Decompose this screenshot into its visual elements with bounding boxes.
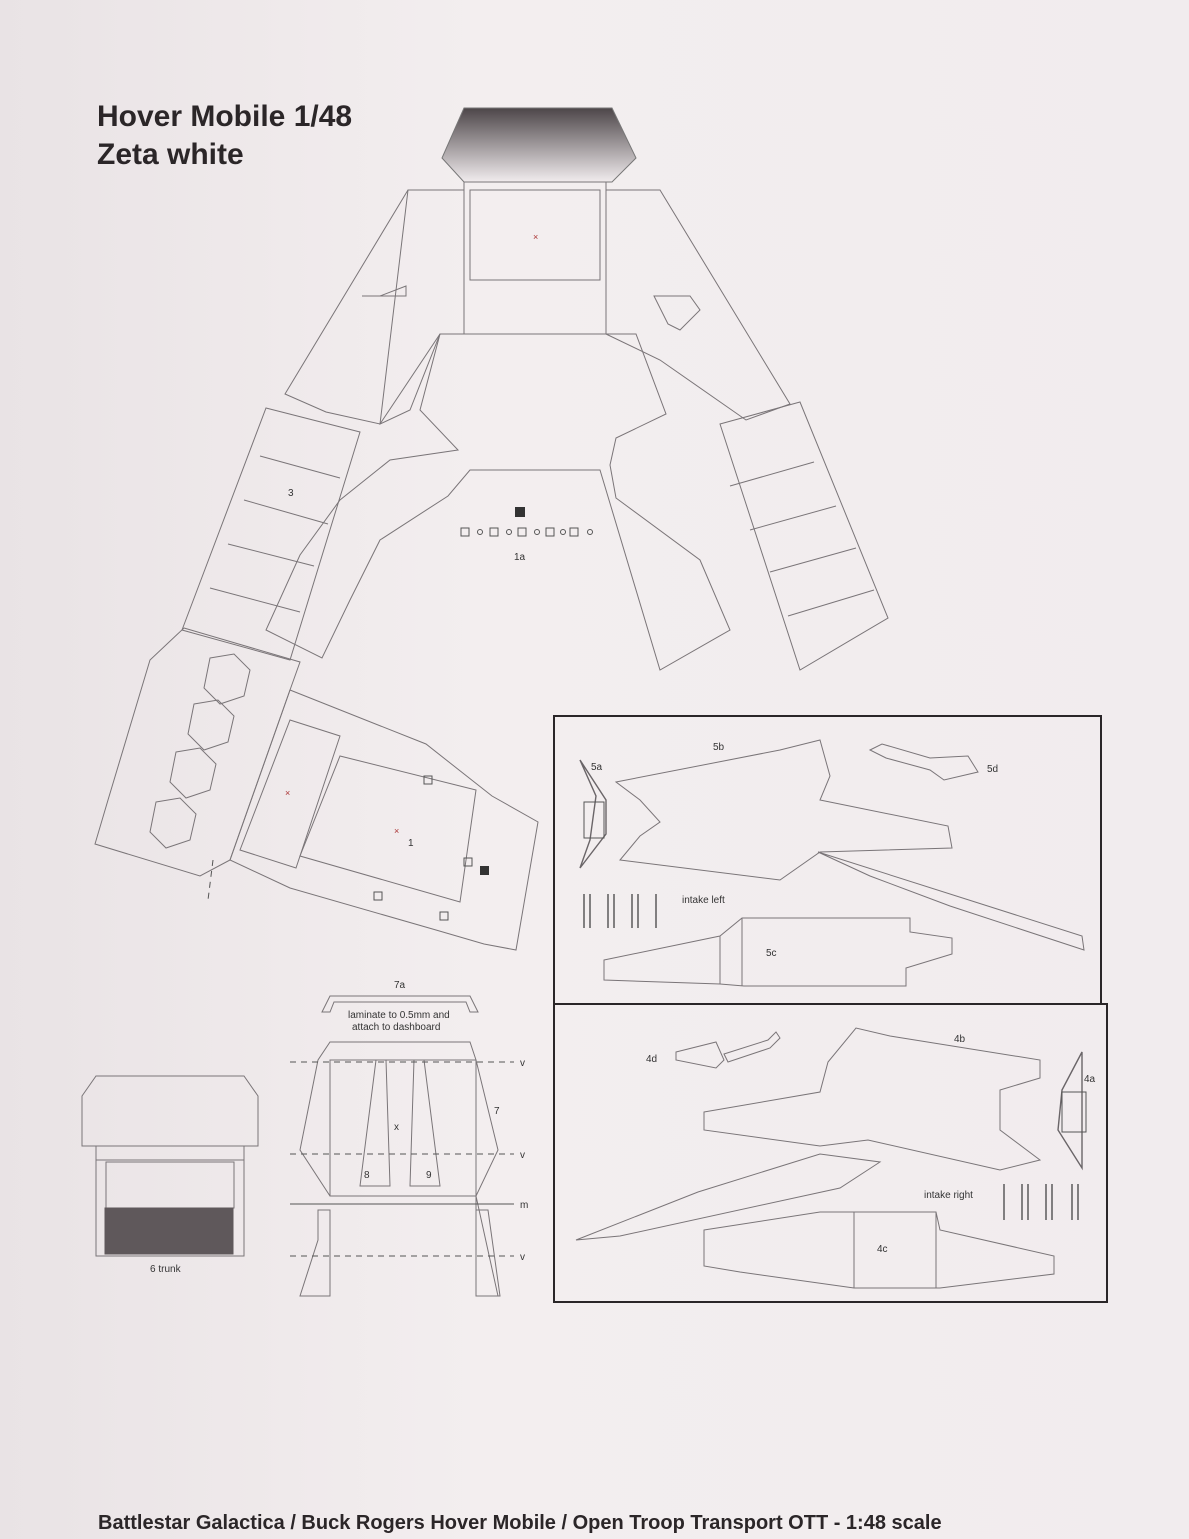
- label-5c: 5c: [766, 948, 777, 959]
- part-6-trunk: 6 trunk: [81, 1075, 259, 1275]
- part-1: × × 1: [94, 627, 539, 951]
- label-6-trunk: 6 trunk: [150, 1264, 182, 1275]
- label-5b: 5b: [713, 742, 725, 753]
- label-8: 8: [364, 1170, 370, 1181]
- label-4b: 4b: [954, 1034, 966, 1045]
- part-7: 7a laminate to 0.5mm and attach to dashb…: [290, 980, 528, 1297]
- label-1a: 1a: [514, 552, 526, 563]
- label-7: 7: [494, 1106, 500, 1117]
- label-1: 1: [408, 838, 414, 849]
- label-v-1: v: [520, 1058, 525, 1069]
- label-laminate-2: attach to dashboard: [352, 1022, 440, 1033]
- title-line-1: Hover Mobile 1/48: [97, 100, 353, 133]
- parts-5-panel: 5a 5b 5d intake left 5c: [553, 715, 1102, 1005]
- label-3: 3: [288, 488, 294, 499]
- svg-text:×: ×: [285, 788, 290, 798]
- label-x: x: [394, 1122, 399, 1133]
- label-5a: 5a: [591, 762, 603, 773]
- label-v-3: v: [520, 1252, 525, 1263]
- svg-text:×: ×: [394, 826, 399, 836]
- label-4c: 4c: [877, 1244, 888, 1255]
- label-laminate-1: laminate to 0.5mm and: [348, 1010, 450, 1021]
- label-5d: 5d: [987, 764, 998, 775]
- parts-4-panel: 4d 4b 4a intake right 4c: [553, 1003, 1108, 1303]
- label-9: 9: [426, 1170, 432, 1181]
- label-4a: 4a: [1084, 1074, 1096, 1085]
- label-4d: 4d: [646, 1054, 657, 1065]
- title-line-2: Zeta white: [97, 138, 244, 171]
- label-7a: 7a: [394, 980, 406, 991]
- footer-caption: Battlestar Galactica / Buck Rogers Hover…: [98, 1512, 942, 1534]
- label-v-2: v: [520, 1150, 525, 1161]
- part-1a: × 3 1a: [181, 107, 889, 671]
- label-intake-right: intake right: [924, 1190, 973, 1201]
- label-m: m: [520, 1200, 528, 1211]
- label-intake-left: intake left: [682, 895, 725, 906]
- svg-text:×: ×: [533, 232, 538, 242]
- sheet-title: Hover Mobile 1/48 Zeta white: [97, 98, 352, 174]
